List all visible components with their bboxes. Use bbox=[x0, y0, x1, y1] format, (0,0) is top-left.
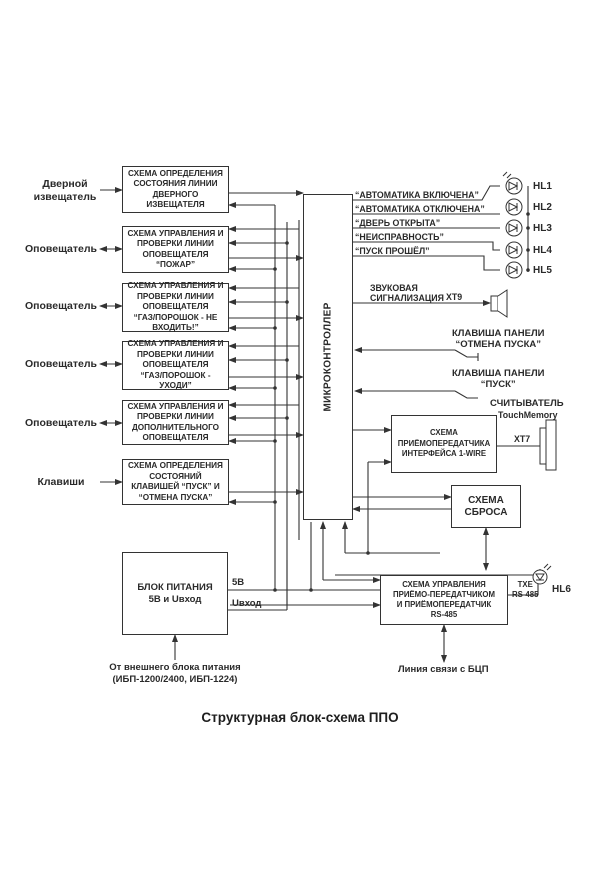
power-5v-label: 5В bbox=[232, 577, 245, 588]
signal-fault: “НЕИСПРАВНОСТЬ” bbox=[355, 232, 444, 242]
hl5-label: HL5 bbox=[533, 265, 552, 276]
diagram-caption: Структурная блок-схема ППО bbox=[201, 710, 399, 725]
reader-label: СЧИТЫВАТЕЛЬ bbox=[490, 398, 564, 409]
key-cancel-label: КЛАВИША ПАНЕЛИ “ОТМЕНА ПУСКА” bbox=[452, 328, 545, 350]
sound-label: ЗВУКОВАЯ СИГНАЛИЗАЦИЯ bbox=[370, 283, 444, 303]
hl1-label: HL1 bbox=[533, 181, 552, 192]
led-hl6-icon bbox=[532, 569, 548, 585]
keys-state-block: СХЕМА ОПРЕДЕЛЕНИЯ СОСТОЯНИЙ КЛАВИШЕЙ “ПУ… bbox=[122, 459, 229, 505]
fire-alarm-block: СХЕМА УПРАВЛЕНИЯ И ПРОВЕРКИ ЛИНИИ ОПОВЕЩ… bbox=[122, 226, 229, 273]
xt9-label: XT9 bbox=[446, 292, 463, 302]
reset-block: СХЕМА СБРОСА bbox=[451, 485, 521, 528]
door-detector-block: СХЕМА ОПРЕДЕЛЕНИЯ СОСТОЯНИЯ ЛИНИИ ДВЕРНО… bbox=[122, 166, 229, 213]
led-hl3-icon bbox=[505, 219, 523, 237]
rs485-block: СХЕМА УПРАВЛЕНИЯ ПРИЁМО-ПЕРЕДАТЧИКОМ И П… bbox=[380, 575, 508, 625]
external-keys: Клавиши bbox=[37, 476, 85, 488]
power-uin-label: Uвход bbox=[232, 598, 262, 609]
hl2-label: HL2 bbox=[533, 202, 552, 213]
external-alarm-4: Оповещатель bbox=[24, 417, 97, 429]
external-door-detector: Дверной извещатель bbox=[33, 178, 97, 203]
external-alarm-3: Оповещатель bbox=[24, 358, 97, 370]
external-alarm-1: Оповещатель bbox=[24, 243, 97, 255]
power-block: БЛОК ПИТАНИЯ 5В и Uвход bbox=[122, 552, 228, 635]
led-hl4-icon bbox=[505, 241, 523, 259]
hl6-label: HL6 bbox=[552, 584, 571, 595]
hl3-label: HL3 bbox=[533, 223, 552, 234]
microcontroller-block: МИКРОКОНТРОЛЛЕР bbox=[303, 194, 353, 520]
onewire-block: СХЕМА ПРИЁМОПЕРЕДАТЧИКА ИНТЕРФЕЙСА 1-WIR… bbox=[391, 415, 497, 473]
led-hl1-icon bbox=[505, 177, 523, 195]
signal-launch-done: “ПУСК ПРОШЁЛ” bbox=[355, 246, 430, 256]
xt7-label: XT7 bbox=[514, 434, 531, 444]
microcontroller-label: МИКРОКОНТРОЛЛЕР bbox=[322, 302, 334, 412]
signal-auto-off: “АВТОМАТИКА ОТКЛЮЧЕНА” bbox=[355, 204, 485, 214]
extra-alarm-block: СХЕМА УПРАВЛЕНИЯ И ПРОВЕРКИ ЛИНИИ ДОПОЛН… bbox=[122, 400, 229, 445]
power-source-label: От внешнего блока питания (ИБП-1200/2400… bbox=[109, 662, 241, 685]
signal-auto-on: “АВТОМАТИКА ВКЛЮЧЕНА” bbox=[355, 190, 479, 200]
reader-sub-label: TouchMemory bbox=[498, 410, 558, 420]
gas-leave-block: СХЕМА УПРАВЛЕНИЯ И ПРОВЕРКИ ЛИНИИ ОПОВЕЩ… bbox=[122, 339, 229, 390]
hl4-label: HL4 bbox=[533, 245, 552, 256]
bus-link-label: Линия связи с БЦП bbox=[398, 664, 489, 675]
signal-door-open: “ДВЕРЬ ОТКРЫТА” bbox=[355, 218, 441, 228]
led-hl5-icon bbox=[505, 261, 523, 279]
external-alarm-2: Оповещатель bbox=[24, 300, 97, 312]
touchmemory-reader-icon bbox=[539, 419, 557, 471]
speaker-icon bbox=[490, 289, 508, 318]
gas-no-entry-block: СХЕМА УПРАВЛЕНИЯ И ПРОВЕРКИ ЛИНИИ ОПОВЕЩ… bbox=[122, 281, 229, 332]
key-launch-label: КЛАВИША ПАНЕЛИ “ПУСК” bbox=[452, 368, 545, 390]
txe-label: TXE RS-485 bbox=[512, 580, 539, 599]
led-hl2-icon bbox=[505, 198, 523, 216]
